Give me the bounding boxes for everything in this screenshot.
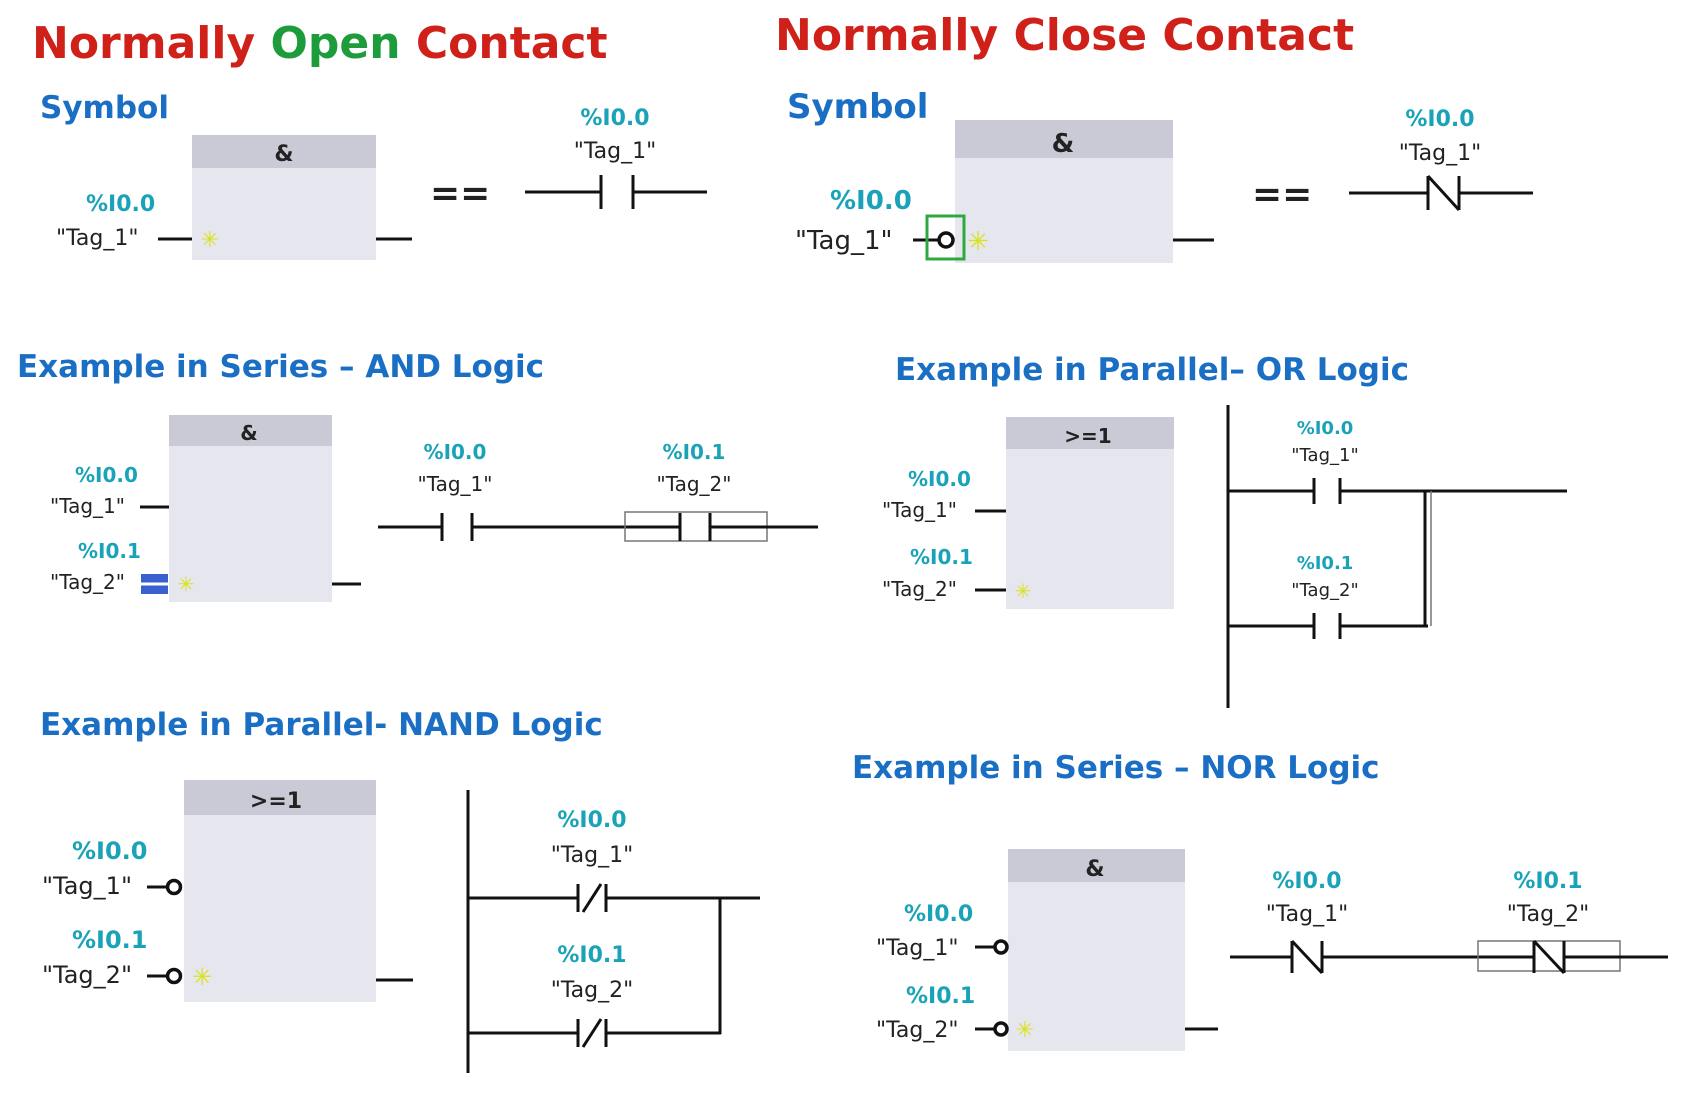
- tag-nor-ladder2: "Tag_2": [1507, 902, 1589, 927]
- addr-or-ladder2: %I0.1: [1297, 553, 1354, 574]
- label-example-nand: Example in Parallel- NAND Logic: [40, 707, 603, 743]
- addr-or-ladder1: %I0.0: [1297, 418, 1354, 439]
- tag-and-in2: "Tag_2": [50, 570, 125, 594]
- negation-circle-icon: [937, 231, 955, 249]
- label-example-nor: Example in Series – NOR Logic: [852, 750, 1380, 786]
- and-box-series-header: [169, 415, 332, 446]
- star-icon: ✳: [178, 572, 195, 596]
- addr-and-in2: %I0.1: [78, 539, 141, 563]
- addr-nor-ladder2: %I0.1: [1513, 869, 1582, 894]
- tag-or-ladder2: "Tag_2": [1291, 580, 1358, 601]
- or-op: >=1: [1064, 424, 1111, 448]
- addr-and-in1: %I0.0: [75, 463, 138, 487]
- negation-circle-icon: [165, 878, 183, 896]
- negation-circle-icon: [993, 939, 1009, 955]
- star-icon: ✳: [1015, 579, 1032, 603]
- addr-nand-ladder2: %I0.1: [557, 943, 626, 968]
- and-op-no: &: [274, 142, 293, 167]
- tag-and-ladder2: "Tag_2": [657, 472, 732, 496]
- tag-and-ladder1: "Tag_1": [418, 472, 493, 496]
- equals-no: ==: [430, 173, 490, 214]
- title-nc-word2: Close: [1013, 10, 1147, 61]
- addr-nc-sym: %I0.0: [830, 186, 912, 216]
- title-nc-word1: Normally: [775, 10, 1013, 61]
- tag-nand-in2: "Tag_2": [42, 961, 132, 989]
- label-symbol-right: Symbol: [787, 87, 928, 127]
- addr-or-in2: %I0.1: [910, 545, 973, 569]
- tag-nor-in1: "Tag_1": [876, 936, 958, 961]
- label-example-and: Example in Series – AND Logic: [17, 349, 544, 385]
- nand-contact1-slash: [581, 883, 603, 913]
- addr-nand-in1: %I0.0: [72, 837, 148, 865]
- star-icon: ✳: [967, 227, 989, 257]
- nor-box: [1008, 849, 1185, 1051]
- tag-nc-ladder: "Tag_1": [1399, 141, 1481, 166]
- and-box-no-header: [192, 135, 376, 168]
- and-box-nc-header: [955, 120, 1173, 158]
- nor-box-header: [1008, 849, 1185, 882]
- addr-nand-in2: %I0.1: [72, 926, 148, 954]
- addr-and-ladder2: %I0.1: [663, 440, 726, 464]
- tag-or-in1: "Tag_1": [882, 498, 957, 522]
- nand-box: [184, 780, 376, 1002]
- addr-nor-in1: %I0.0: [904, 902, 973, 927]
- addr-nand-ladder1: %I0.0: [557, 808, 626, 833]
- nc-contact-slash: [1426, 174, 1461, 212]
- addr-and-ladder1: %I0.0: [424, 440, 487, 464]
- highlight-frame: [925, 214, 966, 261]
- title-normally-close: Normally Close Contact: [775, 10, 1354, 61]
- title-no-word2: Open: [270, 18, 400, 69]
- negation-circle-icon: [165, 967, 183, 985]
- label-symbol-left: Symbol: [40, 90, 169, 126]
- equals-nc: ==: [1252, 174, 1312, 215]
- tag-and-in1: "Tag_1": [50, 494, 125, 518]
- tag-or-ladder1: "Tag_1": [1291, 445, 1358, 466]
- tag-nor-in2: "Tag_2": [876, 1018, 958, 1043]
- star-icon: ✳: [192, 963, 212, 991]
- star-icon: ✳: [1016, 1018, 1034, 1043]
- tag-or-in2: "Tag_2": [882, 577, 957, 601]
- addr-nc-ladder: %I0.0: [1405, 107, 1474, 132]
- nor-contact2-slash: [1532, 939, 1566, 975]
- tag-no-sym: "Tag_1": [56, 226, 138, 251]
- nor-op: &: [1085, 857, 1104, 882]
- nand-op: >=1: [250, 789, 302, 814]
- nand-contact2-slash: [581, 1018, 603, 1048]
- nand-box-header: [184, 780, 376, 815]
- tag-nand-ladder2: "Tag_2": [551, 978, 633, 1003]
- tag-nand-in1: "Tag_1": [42, 872, 132, 900]
- addr-nor-ladder1: %I0.0: [1272, 869, 1341, 894]
- title-nc-word3: Contact: [1147, 10, 1354, 61]
- star-icon: ✳: [201, 228, 219, 253]
- title-normally-open: Normally Open Contact: [32, 18, 608, 69]
- or-box-header: [1006, 417, 1174, 449]
- addr-no-ladder: %I0.0: [580, 106, 649, 131]
- addr-or-in1: %I0.0: [908, 467, 971, 491]
- tag-nc-sym: "Tag_1": [795, 226, 892, 256]
- nor-contact1-slash: [1290, 939, 1324, 975]
- title-no-word1: Normally: [32, 18, 270, 69]
- addr-no-sym: %I0.0: [86, 192, 155, 217]
- tag-nand-ladder1: "Tag_1": [551, 843, 633, 868]
- tag-no-ladder: "Tag_1": [574, 139, 656, 164]
- and-op-nc: &: [1052, 129, 1075, 159]
- label-example-or: Example in Parallel– OR Logic: [895, 352, 1409, 388]
- and-box-series: [169, 415, 332, 602]
- addr-nor-in2: %I0.1: [906, 984, 975, 1009]
- title-no-word3: Contact: [401, 18, 608, 69]
- negation-circle-icon: [993, 1021, 1009, 1037]
- tag-nor-ladder1: "Tag_1": [1266, 902, 1348, 927]
- and-op-series: &: [240, 421, 257, 445]
